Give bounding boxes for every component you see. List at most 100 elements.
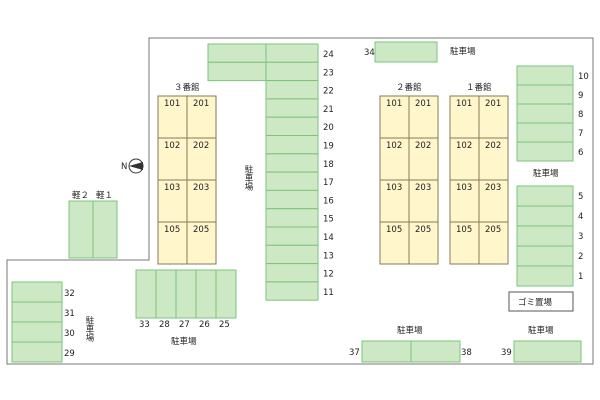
garbage-area [508,291,574,312]
parking-space [11,301,63,323]
room-number: 201 [415,99,431,109]
parking-space [155,269,177,319]
parking-number: 14 [323,233,334,243]
parking-number: 11 [323,288,334,298]
parking-number: 15 [323,215,334,225]
parking-number: 21 [323,105,334,115]
parking-number: 16 [323,196,334,206]
garbage-label: ゴミ置場 [518,297,553,308]
parking-space [265,80,319,100]
parking-space [135,269,157,319]
parking-space [265,43,319,63]
parking-label-bottom-center: 駐車場 [397,325,423,336]
kei-label: 軽２ [72,191,89,201]
parking-space [207,61,267,82]
parking-space [265,263,319,283]
room-number: 202 [415,141,431,151]
parking-number: 30 [64,329,75,339]
parking-label-far-left: 駐車場 [84,315,94,342]
parking-number: 26 [199,320,210,330]
parking-space [265,153,319,173]
parking-number: 1 [578,272,583,282]
room-number: 102 [386,141,402,151]
parking-label-top-right: 駐車場 [450,46,476,57]
parking-number: 22 [323,87,334,97]
parking-space [11,341,63,363]
room-number: 201 [193,99,209,109]
parking-space [516,225,574,247]
parking-number: 24 [323,50,334,60]
parking-space [265,98,319,118]
parking-number: 5 [578,192,583,202]
parking-number: 33 [139,320,150,330]
parking-number: 20 [323,123,334,133]
building-name: ２番館 [396,82,422,93]
room-number: 102 [164,141,180,151]
room-number: 103 [164,183,180,193]
parking-number: 39 [501,348,512,358]
parking-space [175,269,197,319]
parking-number: 38 [461,348,472,358]
parking-space [516,205,574,227]
parking-number: 29 [64,349,75,359]
parking-number: 27 [179,320,190,330]
parking-label-center-vertical: 駐車場 [243,164,253,191]
room-number: 203 [485,183,501,193]
parking-space [410,340,461,363]
parking-space [513,340,582,363]
parking-number: 32 [64,289,75,299]
parking-space [68,200,94,259]
parking-number: 18 [323,160,334,170]
parking-number: 9 [578,91,583,101]
parking-space [516,103,574,124]
parking-space [11,281,63,303]
room-number: 205 [485,225,501,235]
parking-space [265,226,319,246]
parking-number: 37 [349,348,360,358]
parking-space [265,171,319,191]
parking-number: 10 [578,72,589,82]
parking-space [516,122,574,143]
room-number: 201 [485,99,501,109]
parking-number: 12 [323,270,334,280]
parking-number: 28 [159,320,170,330]
parking-space [516,185,574,207]
parking-number: 17 [323,178,334,188]
parking-space [516,84,574,105]
parking-number: 3 [578,232,583,242]
parking-number: 25 [219,320,230,330]
parking-space [265,116,319,136]
parking-space [215,269,237,319]
parking-number: 19 [323,142,334,152]
parking-space [516,141,574,162]
room-number: 105 [386,225,402,235]
parking-space [207,43,267,63]
parking-number: 13 [323,251,334,261]
parking-number: 2 [578,252,583,262]
parking-spaces: 2423222120191817161514131211341098765432… [11,41,589,363]
parking-number: 34 [364,48,375,58]
parking-space [265,189,319,210]
parking-space [361,340,412,363]
parking-label-bottom-left: 駐車場 [171,336,197,347]
parking-space [11,321,63,343]
parking-space [92,200,118,259]
parking-number: 6 [578,148,583,158]
room-number: 101 [164,99,180,109]
north-label: N [121,162,127,172]
room-number: 102 [456,141,472,151]
room-number: 103 [386,183,402,193]
building-name: ３番館 [174,82,200,93]
room-number: 203 [193,183,209,193]
parking-space [265,208,319,228]
parking-number: 23 [323,68,334,78]
room-number: 105 [164,225,180,235]
room-number: 103 [456,183,472,193]
parking-space [265,61,319,82]
parking-number: 4 [578,212,583,222]
parking-number: 8 [578,110,583,120]
